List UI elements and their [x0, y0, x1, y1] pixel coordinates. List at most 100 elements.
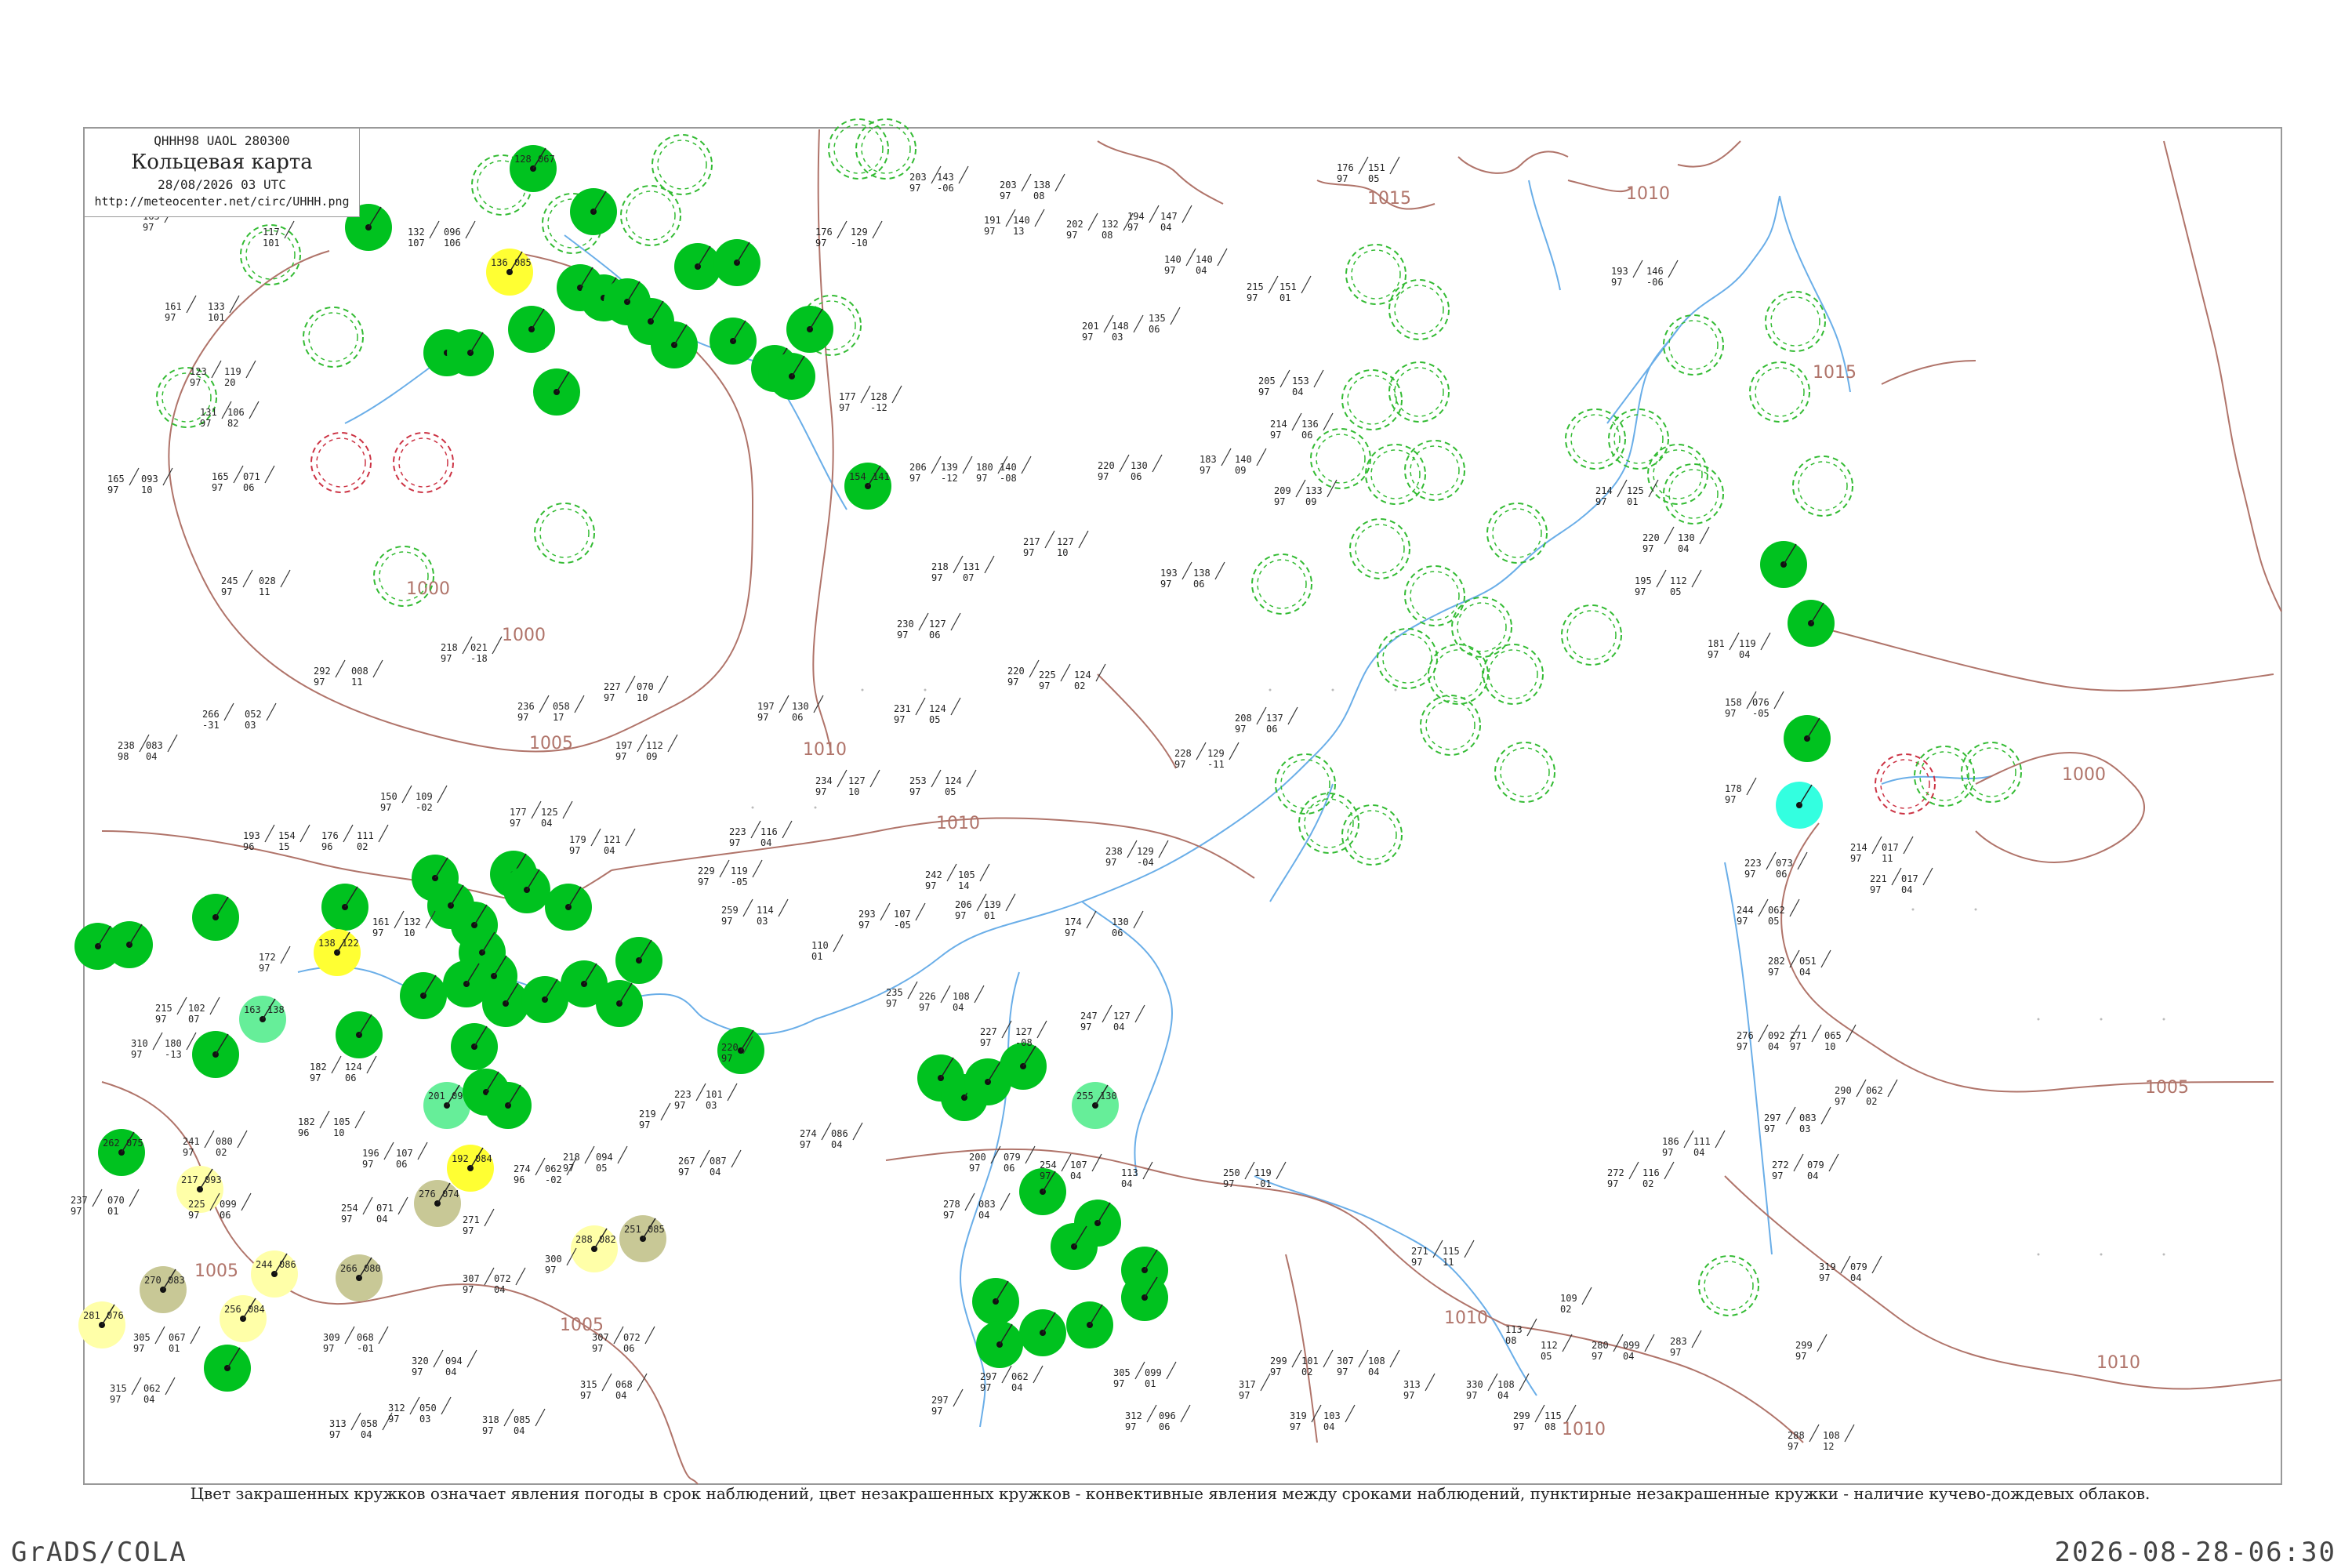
footer-timestamp: 2026-08-28-06:30 — [2054, 1537, 2336, 1568]
station-value: 072 — [494, 1273, 511, 1284]
wind-barb — [1073, 1225, 1087, 1247]
wind-barb — [1810, 602, 1824, 624]
station-value: 151 — [1368, 162, 1385, 173]
station-value: 128 — [870, 391, 887, 402]
station-subvalue: 97 — [463, 1284, 474, 1295]
wind-barb — [531, 308, 545, 330]
wind-barb — [484, 1267, 495, 1286]
station-subvalue: 97 — [604, 692, 615, 703]
station-subvalue: 04 — [1850, 1272, 1861, 1283]
cumulonimbus-ring — [1486, 503, 1548, 564]
station-value: 109 — [416, 791, 433, 802]
cumulonimbus-ring — [1875, 753, 1936, 815]
wind-barb — [1581, 1287, 1592, 1305]
station-subvalue: 96 — [298, 1127, 309, 1138]
cumulonimbus-ring — [1298, 793, 1359, 854]
station-subvalue: 06 — [1301, 430, 1312, 441]
wind-barb — [1793, 1153, 1804, 1172]
wind-barb — [1526, 1318, 1537, 1337]
wind-barb — [997, 456, 1008, 474]
wind-barb — [1196, 742, 1207, 760]
cumulonimbus-ring — [1663, 463, 1724, 524]
station-value: 319 — [1290, 1410, 1307, 1421]
station-pressure: 067 — [538, 154, 555, 165]
wind-barb — [915, 902, 926, 921]
footer-grads: GrADS/COLA — [11, 1537, 187, 1568]
station-value: 140 — [1235, 454, 1252, 465]
station-subvalue: 82 — [227, 418, 238, 429]
wind-barb — [266, 702, 277, 721]
station-value: 237 — [71, 1195, 88, 1206]
cumulonimbus-ring — [1561, 604, 1622, 666]
wind-barb — [249, 401, 260, 419]
station-subvalue: -01 — [1254, 1178, 1272, 1189]
station-value: 050 — [419, 1403, 437, 1414]
station-subvalue: -13 — [165, 1049, 182, 1060]
wind-barb — [976, 893, 987, 912]
station-pressure: 086 — [279, 1259, 296, 1270]
station-value: 079 — [1004, 1152, 1021, 1163]
wind-barb — [1256, 448, 1267, 466]
station-subvalue: 10 — [1824, 1041, 1835, 1052]
station-value: 108 — [1368, 1356, 1385, 1367]
station-temp: 244 — [256, 1259, 273, 1270]
wind-barb — [1323, 412, 1334, 431]
station-subvalue: 97 — [110, 1394, 121, 1405]
station-subvalue: 97 — [362, 1159, 373, 1170]
cumulonimbus-ring — [828, 118, 889, 180]
station-subvalue: 96 — [514, 1174, 524, 1185]
station-temp: 128 — [514, 154, 532, 165]
station-subvalue: 06 — [1004, 1163, 1014, 1174]
station-value: 051 — [1799, 956, 1817, 967]
wind-barb — [584, 1145, 595, 1164]
station-value: 214 — [1595, 485, 1613, 496]
station-value: 220 — [1007, 666, 1025, 677]
station-value: 132 — [408, 227, 425, 238]
station-subvalue: 97 — [1819, 1272, 1830, 1283]
station-subvalue: 08 — [1505, 1335, 1516, 1346]
station-pressure: 076 — [107, 1310, 124, 1321]
cumulonimbus-inner-ring — [626, 191, 676, 241]
wind-barb — [1279, 369, 1290, 388]
station-subvalue: 97 — [1592, 1351, 1602, 1362]
station-value: 161 — [372, 916, 390, 927]
wind-barb — [484, 1208, 495, 1227]
station-value: 217 — [1023, 536, 1040, 547]
station-subvalue: 97 — [592, 1343, 603, 1354]
station-value: 108 — [1823, 1430, 1840, 1441]
wind-barb — [437, 1182, 451, 1204]
wind-barb — [1664, 526, 1675, 545]
wind-barb — [1846, 1024, 1857, 1043]
wind-barb — [940, 1057, 954, 1079]
wind-barb — [1729, 632, 1740, 651]
wind-barb — [1789, 949, 1800, 968]
wind-barb — [1291, 412, 1302, 431]
station-subvalue: 09 — [1305, 496, 1316, 507]
station-value: 125 — [1627, 485, 1644, 496]
station-value: 124 — [1074, 670, 1091, 681]
wind-barb — [1797, 851, 1808, 870]
station-value: 119 — [731, 866, 748, 877]
wind-barb — [1664, 1161, 1675, 1180]
station-subvalue: 97 — [1835, 1096, 1846, 1107]
station-subvalue: 97 — [463, 1225, 474, 1236]
wind-barb — [129, 924, 143, 946]
station-value: 238 — [1105, 846, 1123, 857]
cumulonimbus-ring — [1914, 746, 1975, 807]
station-subvalue: 106 — [444, 238, 461, 249]
station-value: 068 — [357, 1332, 374, 1343]
station-subvalue: 04 — [1678, 543, 1689, 554]
station-value: 313 — [1403, 1379, 1421, 1390]
station-value: 147 — [1160, 211, 1178, 222]
wind-barb — [344, 1326, 355, 1345]
station-value: 080 — [216, 1136, 233, 1147]
station-value: 218 — [931, 561, 949, 572]
station-value: 238 — [118, 740, 135, 751]
station-subvalue: 97 — [1725, 794, 1736, 805]
station-value: 271 — [463, 1214, 480, 1225]
wind-barb — [1287, 706, 1298, 725]
wind-barb — [1181, 561, 1192, 580]
station-subvalue: 09 — [646, 751, 657, 762]
station-value: 124 — [345, 1062, 362, 1073]
station-temp: 154 — [849, 471, 866, 482]
